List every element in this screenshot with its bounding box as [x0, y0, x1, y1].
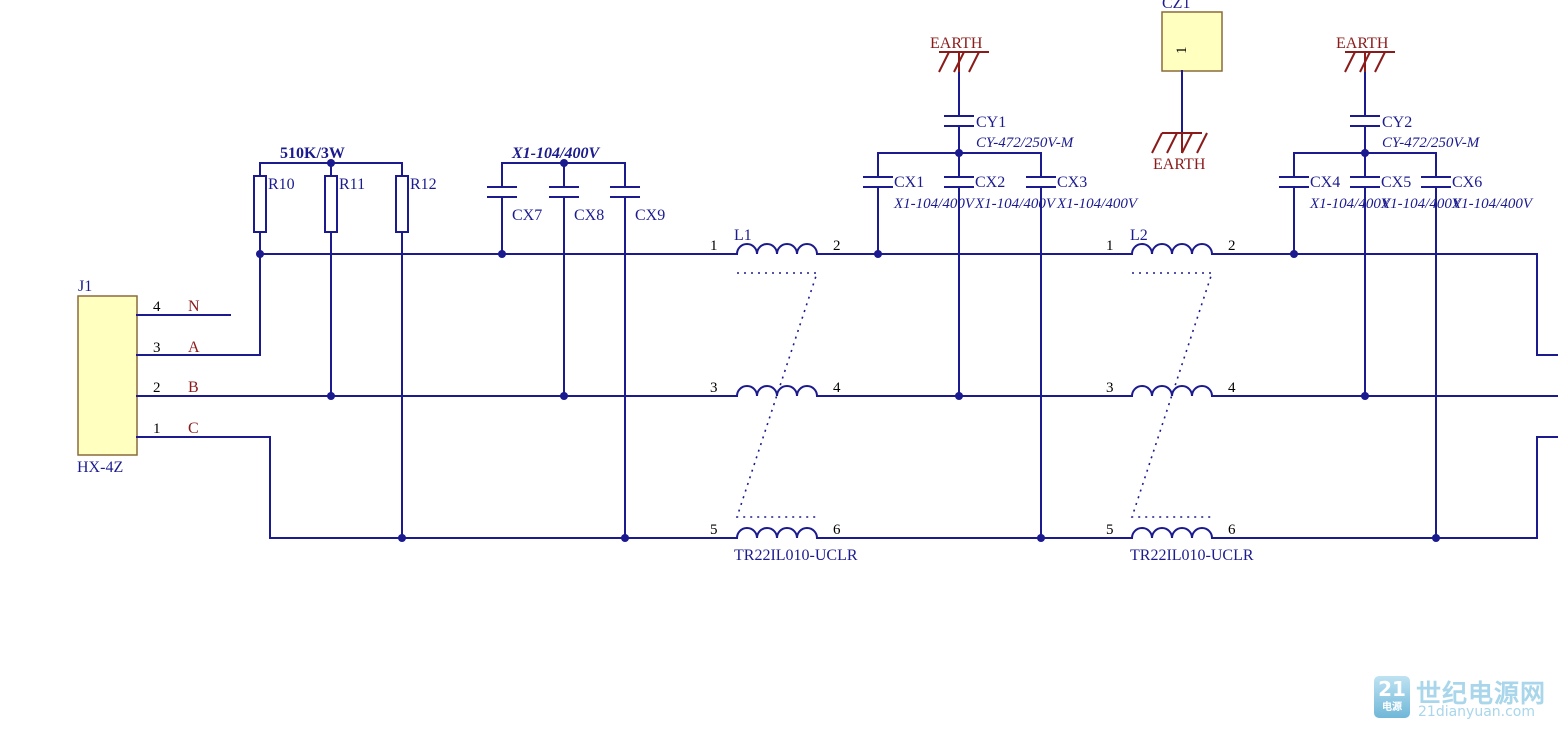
capacitor-ref: CY2: [1382, 114, 1412, 131]
terminal-pin-num: 1: [1174, 47, 1190, 55]
connector-part: HX-4Z: [77, 459, 123, 476]
watermark-badge: 21 电源: [1374, 676, 1410, 718]
choke-part: TR22IL010-UCLR: [1130, 547, 1254, 564]
connector-body: [77, 295, 138, 456]
capacitor-value: X1-104/400V: [511, 145, 600, 162]
choke-ref: L1: [734, 227, 752, 244]
capacitor-cx9[interactable]: [610, 186, 640, 198]
resistor-ref: R12: [410, 176, 437, 193]
capacitor-value: X1-104/400V: [1380, 196, 1463, 212]
connector-pin-num: 4: [153, 299, 161, 315]
capacitor-cy1[interactable]: [944, 115, 974, 127]
capacitor-ref: CX7: [512, 207, 542, 224]
capacitor-value: X1-104/400V: [1309, 196, 1392, 212]
capacitor-ref: CX4: [1310, 174, 1340, 191]
choke-pin-num: 2: [1228, 238, 1236, 254]
capacitor-ref: CX5: [1381, 174, 1411, 191]
choke-pin-num: 6: [1228, 522, 1236, 538]
filter-stage-2: CX4 CX5 CX6 X1-104/400V X1-104/400V X1-1…: [1279, 35, 1534, 539]
capacitor-cx1[interactable]: [863, 176, 893, 188]
x-cap-bank-left: CX7 CX8 CX9 X1-104/400V: [487, 145, 665, 539]
connector-j1[interactable]: J1 HX-4Z 4 3 2 1 N A B C: [77, 278, 200, 476]
capacitor-cx2[interactable]: [944, 176, 974, 188]
capacitor-cx7[interactable]: [487, 186, 517, 198]
capacitor-cx5[interactable]: [1350, 176, 1380, 188]
choke-pin-num: 3: [710, 380, 718, 396]
net-label-c: C: [188, 420, 199, 437]
capacitor-ref: CX2: [975, 174, 1005, 191]
filter-stage-1: CX1 CX2 CX3 X1-104/400V X1-104/400V X1-1…: [863, 35, 1139, 539]
choke-l1[interactable]: L1 1 2 3 4 5 6 TR22IL010-UCLR: [710, 227, 858, 564]
net-label-a: A: [188, 339, 200, 356]
choke-pin-num: 5: [710, 522, 718, 538]
connector-ref: J1: [78, 278, 92, 295]
earth-label: EARTH: [1336, 35, 1389, 52]
capacitor-ref: CX6: [1452, 174, 1482, 191]
connector-pin-num: 3: [153, 340, 161, 356]
choke-pin-num: 6: [833, 522, 841, 538]
net-label-b: B: [188, 379, 199, 396]
capacitor-value: CY-472/250V-M: [1382, 135, 1481, 151]
earth-label: EARTH: [930, 35, 983, 52]
watermark-url: 21dianyuan.com: [1418, 704, 1536, 720]
choke-pin-num: 3: [1106, 380, 1114, 396]
capacitor-cx3[interactable]: [1026, 176, 1056, 188]
capacitor-ref: CX9: [635, 207, 665, 224]
earth-ground-icon: [938, 51, 989, 73]
capacitor-value: X1-104/400V: [1451, 196, 1534, 212]
choke-l2[interactable]: L2 1 2 3 4 5 6 TR22IL010-UCLR: [1106, 227, 1254, 564]
capacitor-value: X1-104/400V: [1056, 196, 1139, 212]
resistor-ref: R11: [339, 176, 365, 193]
resistor-value: 510K/3W: [280, 145, 345, 162]
earth-terminal-cz1[interactable]: CZ1 1 EARTH: [1151, 0, 1223, 173]
capacitor-cx4[interactable]: [1279, 176, 1309, 188]
resistor-r11[interactable]: [324, 175, 338, 233]
choke-pin-num: 4: [833, 380, 841, 396]
resistor-ref: R10: [268, 176, 295, 193]
choke-pin-num: 1: [1106, 238, 1114, 254]
capacitor-ref: CX8: [574, 207, 604, 224]
capacitor-cx8[interactable]: [549, 186, 579, 198]
capacitor-cy2[interactable]: [1350, 115, 1380, 127]
terminal-body: [1161, 11, 1223, 72]
watermark-badge-top: 21: [1378, 677, 1406, 701]
resistor-r12[interactable]: [395, 175, 409, 233]
earth-label: EARTH: [1153, 156, 1206, 173]
net-label-n: N: [188, 298, 200, 315]
capacitor-ref: CY1: [976, 114, 1006, 131]
earth-ground-icon: [1344, 51, 1395, 73]
choke-ref: L2: [1130, 227, 1148, 244]
watermark-badge-bottom: 电源: [1382, 702, 1402, 713]
capacitor-value: CY-472/250V-M: [976, 135, 1075, 151]
watermark-title: 世纪电源网: [1416, 679, 1547, 708]
earth-ground-icon: [1151, 132, 1208, 154]
capacitor-cx6[interactable]: [1421, 176, 1451, 188]
resistor-r10[interactable]: [253, 175, 267, 233]
connector-pin-num: 1: [153, 421, 161, 437]
choke-pin-num: 1: [710, 238, 718, 254]
capacitor-value: X1-104/400V: [893, 196, 976, 212]
junction-dots: [256, 149, 1440, 542]
wires: [136, 253, 1558, 539]
capacitor-ref: CX3: [1057, 174, 1087, 191]
choke-part: TR22IL010-UCLR: [734, 547, 858, 564]
choke-pin-num: 4: [1228, 380, 1236, 396]
connector-pin-num: 2: [153, 380, 161, 396]
terminal-ref: CZ1: [1162, 0, 1190, 12]
choke-pin-num: 2: [833, 238, 841, 254]
resistor-bank: R10 R11 R12 510K/3W: [253, 145, 437, 539]
watermark-logo: 21 电源 世纪电源网 21dianyuan.com: [1374, 674, 1554, 720]
capacitor-value: X1-104/400V: [974, 196, 1057, 212]
choke-pin-num: 5: [1106, 522, 1114, 538]
capacitor-ref: CX1: [894, 174, 924, 191]
